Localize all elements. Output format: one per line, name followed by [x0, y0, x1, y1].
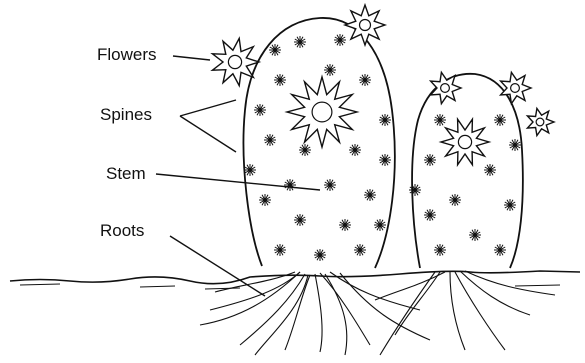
flower-top-right [345, 5, 385, 45]
leader-roots [170, 236, 265, 296]
small-cactus-stem [412, 74, 523, 268]
root-14 [375, 272, 445, 300]
label-stem: Stem [106, 165, 146, 182]
large-cactus-stem [244, 18, 395, 268]
leader-flowers [173, 56, 210, 60]
root-9 [255, 275, 308, 355]
root-17 [380, 272, 435, 355]
flower-small-side [527, 108, 554, 135]
label-flowers: Flowers [97, 46, 157, 63]
root-5 [320, 273, 370, 345]
root-0 [210, 272, 300, 310]
root-4 [315, 274, 322, 352]
root-13 [460, 271, 530, 315]
root-11 [395, 272, 440, 335]
leader-spines-lower [180, 116, 236, 152]
root-10 [340, 273, 430, 340]
ground-line [10, 271, 580, 284]
root-system [200, 271, 555, 355]
large-stem-outline [244, 18, 395, 268]
ground-texture [20, 284, 560, 289]
label-spines: Spines [100, 106, 152, 123]
label-roots: Roots [100, 222, 144, 239]
ground-surface [10, 271, 580, 289]
root-16 [465, 271, 555, 295]
root-8 [325, 274, 347, 355]
leader-spines-upper [180, 100, 236, 116]
root-12 [450, 272, 465, 350]
small-stem-outline [412, 74, 523, 268]
